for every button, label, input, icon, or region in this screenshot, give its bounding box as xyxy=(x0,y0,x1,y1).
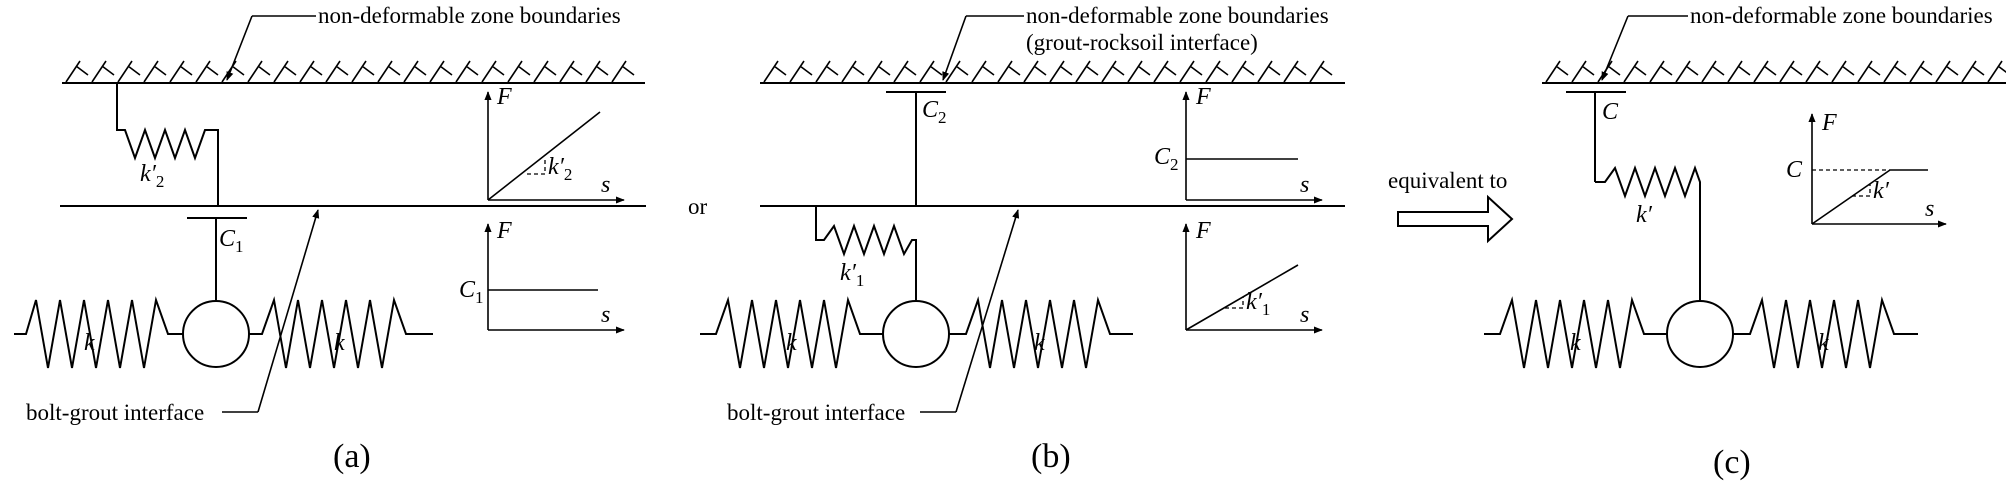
spring-k1prime-b xyxy=(815,206,917,300)
ground-node-a xyxy=(182,300,250,368)
graph-b2-slope xyxy=(1225,297,1244,309)
equivalent-arrow xyxy=(1397,194,1514,244)
label-C2-b: C2 xyxy=(922,97,947,127)
graph-c-k: k′ xyxy=(1873,178,1890,204)
arrow-bolt-b xyxy=(955,209,1020,413)
graph-a1-slope xyxy=(527,158,546,175)
graph-b2-k: k′1 xyxy=(1246,289,1270,319)
ground-node-b xyxy=(882,300,950,368)
ground-hatch-b xyxy=(763,60,1333,83)
graph-b1-s: s xyxy=(1300,172,1309,198)
graph-a1-curve xyxy=(487,111,601,201)
label-grout-rocksoil: (grout-rocksoil interface) xyxy=(1026,30,1258,55)
graph-b2-s: s xyxy=(1300,302,1309,328)
label-k-right-a: k xyxy=(334,330,345,356)
panel-c: C k′ k k non-deformable zone boundaries … xyxy=(1484,3,2006,481)
label-k-right-b: k xyxy=(1034,330,1045,356)
label-C1-a: C1 xyxy=(219,226,244,256)
graph-c-slope xyxy=(1852,184,1871,197)
graph-b2-curve xyxy=(1185,264,1299,331)
label-kprime-c: k′ xyxy=(1636,202,1653,228)
arrow-zone-a xyxy=(226,15,253,81)
graph-a2-C: C1 xyxy=(459,277,484,307)
spring-k-right-a xyxy=(249,296,433,369)
label-C-c: C xyxy=(1602,99,1619,125)
panel-b: C2 k′1 k k non-deformable zone boundarie… xyxy=(700,3,1345,475)
label-equivalent: equivalent to xyxy=(1388,168,1507,193)
graph-a1-s: s xyxy=(601,172,610,198)
spring-kprime-c xyxy=(1595,165,1701,300)
label-k-left-c: k xyxy=(1570,330,1581,356)
label-bolt-b: bolt-grout interface xyxy=(727,400,905,425)
label-k-left-a: k xyxy=(84,330,95,356)
label-zone-c: non-deformable zone boundaries xyxy=(1690,3,1993,28)
graph-c-s: s xyxy=(1925,196,1934,222)
caption-b: (b) xyxy=(1031,438,1071,475)
ground-hatch-a xyxy=(65,60,635,83)
spring-k-left-c xyxy=(1484,296,1667,369)
arrow-bolt-a xyxy=(257,209,320,413)
graph-a2-F: F xyxy=(496,218,512,244)
caption-c: (c) xyxy=(1713,444,1751,481)
arrow-zone-c xyxy=(1601,15,1629,81)
ground-hatch-c xyxy=(1545,60,2006,83)
graph-a2-s: s xyxy=(601,302,610,328)
spring-k-left-a xyxy=(14,296,183,369)
graph-a1-F: F xyxy=(496,84,512,110)
spring-k-left-b xyxy=(700,296,883,369)
label-bolt-a: bolt-grout interface xyxy=(26,400,204,425)
spring-k-right-c xyxy=(1733,296,1918,369)
label-zone-b: non-deformable zone boundaries xyxy=(1026,3,1329,28)
spring-k-right-b xyxy=(949,296,1133,369)
label-k-left-b: k xyxy=(786,330,797,356)
label-k2prime-a: k′2 xyxy=(140,161,164,191)
graph-c-F: F xyxy=(1821,110,1837,136)
graph-c-curve xyxy=(1811,169,1928,225)
spring-k2prime-a xyxy=(116,83,219,206)
graph-c-C: C xyxy=(1786,157,1803,183)
label-k-right-c: k xyxy=(1818,330,1829,356)
label-or: or xyxy=(688,194,708,219)
caption-a: (a) xyxy=(333,438,371,475)
label-zone-a: non-deformable zone boundaries xyxy=(318,3,621,28)
label-k1prime-b: k′1 xyxy=(840,260,864,290)
graph-b1-C: C2 xyxy=(1154,144,1179,174)
ground-node-c xyxy=(1666,300,1734,368)
arrow-zone-b xyxy=(942,15,967,81)
graph-b2-F: F xyxy=(1195,218,1211,244)
graph-a1-k: k′2 xyxy=(548,154,572,184)
panel-a: k′2 C1 k k non-deformable zone boundarie… xyxy=(14,3,646,475)
graph-b1-F: F xyxy=(1195,84,1211,110)
